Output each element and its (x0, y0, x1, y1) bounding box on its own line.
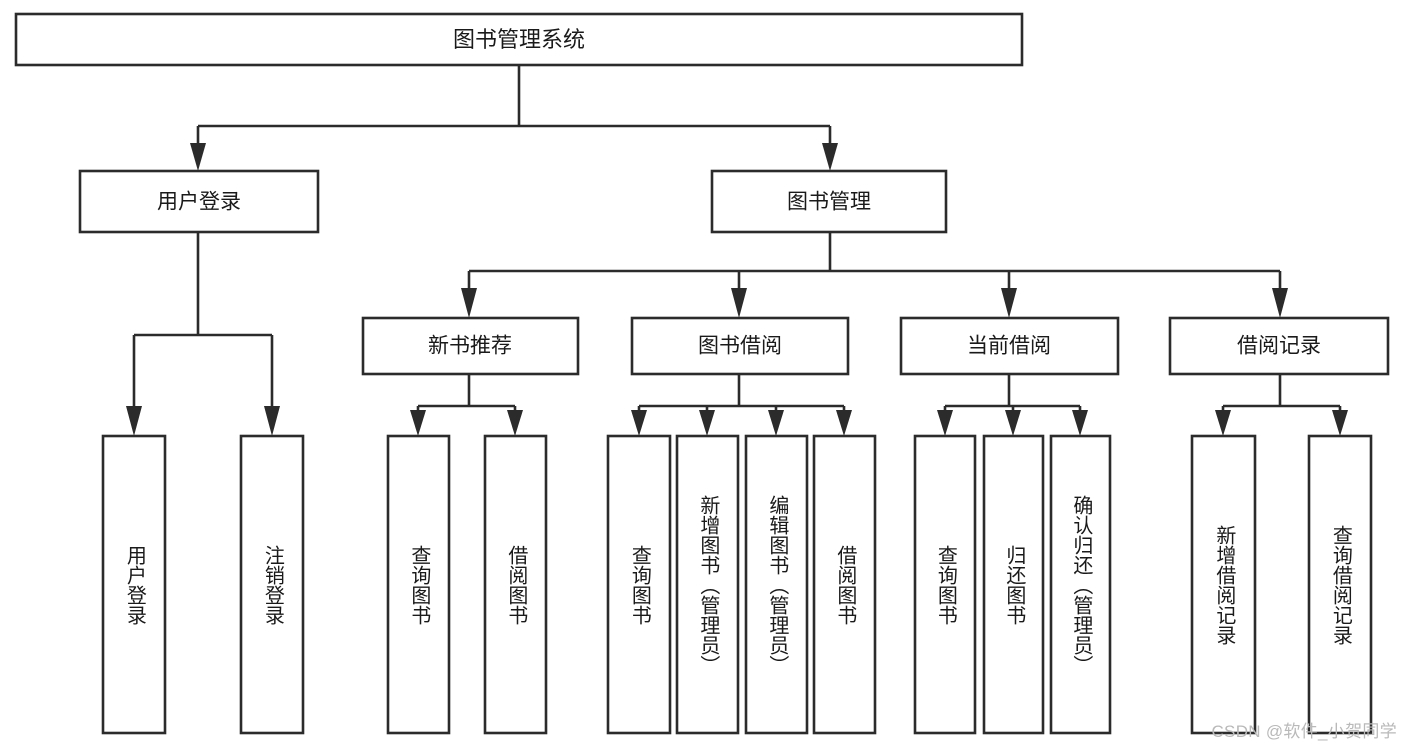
connector-group-book-manage-to-level3 (461, 232, 1288, 318)
connector-group-new-book-recommend-leaves (410, 374, 523, 436)
node-user-login[interactable]: 用户登录 (78, 169, 320, 234)
arrow-head-book-borrow (731, 288, 747, 318)
node-new-book-recommend[interactable]: 新书推荐 (361, 316, 580, 376)
arrow-head-leaf-logout-login (264, 406, 280, 436)
csdn-watermark: CSDN @软件_小贺同学 (1211, 722, 1397, 741)
arrow-head-new-book-recommend (461, 288, 477, 318)
arrow-head-leaf-query-book-2 (631, 410, 647, 436)
arrow-head-leaf-add-book (699, 410, 715, 436)
connector-group-current-borrow-leaves (937, 374, 1088, 436)
arrow-head-leaf-confirm-return (1072, 410, 1088, 436)
leaf-boxes-user-login (101, 434, 305, 735)
leaf-box-query-book-2[interactable] (606, 434, 672, 735)
node-new-book-recommend-label: 新书推荐 (428, 335, 512, 358)
leaf-box-edit-book[interactable] (744, 434, 809, 735)
leaf-box-borrow-book-1[interactable] (483, 434, 548, 735)
connector-group-user-login-leaves (126, 232, 280, 436)
node-root-label: 图书管理系统 (453, 27, 585, 52)
connector-group-borrow-record-leaves (1215, 374, 1348, 436)
node-book-manage-box[interactable] (710, 169, 948, 234)
leaf-boxes-current-borrow (913, 434, 1112, 735)
node-book-borrow-box[interactable] (630, 316, 850, 376)
arrow-head-leaf-query-book-3 (937, 410, 953, 436)
leaf-box-logout-login[interactable] (239, 434, 305, 735)
arrow-head-leaf-borrow-book-1 (507, 410, 523, 436)
leaf-box-user-login[interactable] (101, 434, 167, 735)
arrow-head-leaf-query-record (1332, 410, 1348, 436)
connector-group-book-borrow-leaves (631, 374, 852, 436)
leaf-box-borrow-book-2[interactable] (812, 434, 877, 735)
leaf-box-add-book[interactable] (675, 434, 740, 735)
leaf-box-return-book[interactable] (982, 434, 1045, 735)
leaf-box-add-record[interactable] (1190, 434, 1257, 735)
node-root[interactable]: 图书管理系统 (14, 12, 1024, 67)
arrow-head-leaf-return-book (1005, 410, 1021, 436)
connector-group-root-to-level2 (190, 65, 838, 171)
arrow-head-user-login (190, 143, 206, 171)
node-book-manage-label: 图书管理 (787, 191, 871, 214)
leaf-boxes-book-borrow (606, 434, 877, 735)
arrow-head-leaf-borrow-book-2 (836, 410, 852, 436)
leaf-box-confirm-return[interactable] (1049, 434, 1112, 735)
arrow-head-leaf-query-book-1 (410, 410, 426, 436)
arrow-head-leaf-add-record (1215, 410, 1231, 436)
node-book-manage[interactable]: 图书管理 (710, 169, 948, 234)
node-user-login-box[interactable] (78, 169, 320, 234)
node-new-book-recommend-box[interactable] (361, 316, 580, 376)
arrow-head-book-manage (822, 143, 838, 171)
leaf-box-query-record[interactable] (1307, 434, 1373, 735)
node-current-borrow[interactable]: 当前借阅 (899, 316, 1120, 376)
node-book-borrow-label: 图书借阅 (698, 335, 782, 358)
node-current-borrow-box[interactable] (899, 316, 1120, 376)
node-user-login-label: 用户登录 (157, 191, 241, 214)
arrow-head-current-borrow (1001, 288, 1017, 318)
arrow-head-leaf-user-login (126, 406, 142, 436)
arrow-head-borrow-record (1272, 288, 1288, 318)
arrow-head-leaf-edit-book (768, 410, 784, 436)
node-borrow-record-box[interactable] (1168, 316, 1390, 376)
leaf-boxes-borrow-record (1190, 434, 1373, 735)
node-book-borrow[interactable]: 图书借阅 (630, 316, 850, 376)
leaf-box-query-book-1[interactable] (386, 434, 451, 735)
node-borrow-record[interactable]: 借阅记录 (1168, 316, 1390, 376)
node-root-box[interactable] (14, 12, 1024, 67)
node-borrow-record-label: 借阅记录 (1237, 335, 1321, 358)
leaf-boxes-new-book-recommend (386, 434, 548, 735)
leaf-box-query-book-3[interactable] (913, 434, 977, 735)
node-current-borrow-label: 当前借阅 (967, 335, 1051, 358)
